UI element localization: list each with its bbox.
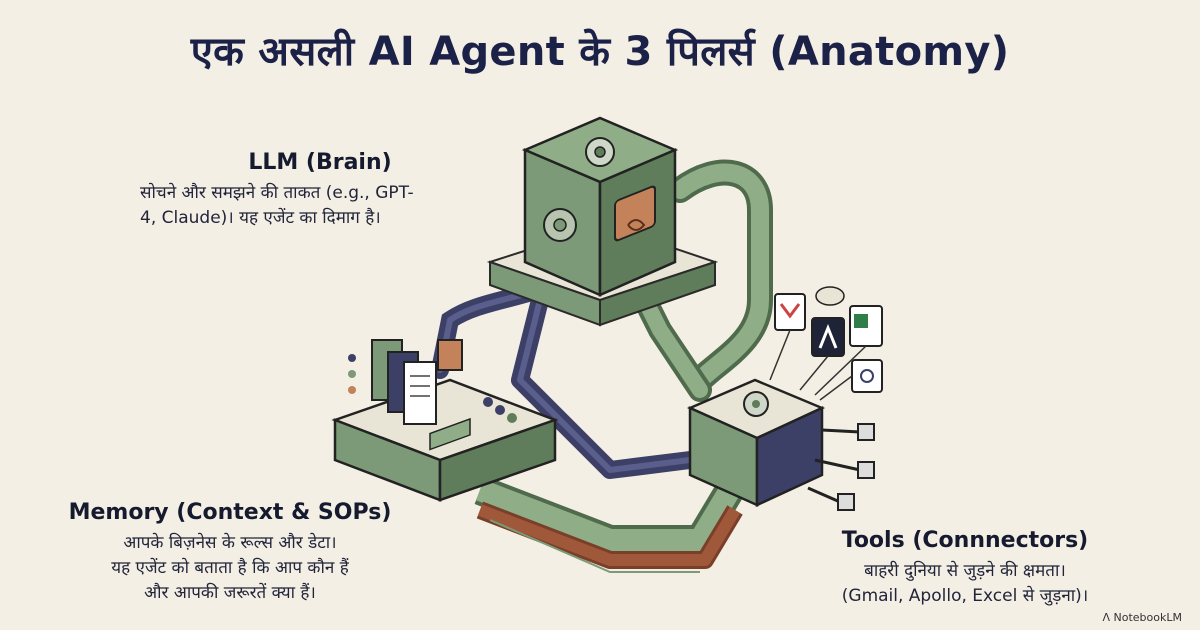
brain-chip-icon: [614, 185, 656, 242]
llm-heading: LLM (Brain): [248, 150, 392, 175]
tools-hub: [686, 378, 875, 511]
llm-description-line-1: सोचने और समझने की ताकत (e.g., GPT-: [140, 183, 414, 203]
excel-icon: [849, 305, 883, 347]
llm-pillar: LLM (Brain) सोचने और समझने की ताकत (e.g.…: [140, 150, 500, 231]
tools-description-line-2: (Gmail, Apollo, Excel से जुड़ना)।: [841, 586, 1089, 606]
page-title: एक असली AI Agent के 3 पिलर्स (Anatomy): [190, 29, 1010, 75]
apollo-icon: [811, 317, 845, 357]
gear-icon: [585, 137, 615, 167]
gmail-icon: [774, 293, 806, 331]
brand-watermark: ᐱ NotebookLM: [1102, 611, 1182, 624]
gear-icon: [743, 391, 769, 417]
llm-brain-cube: [521, 116, 679, 297]
connector-lines: [769, 329, 867, 401]
memory-description-line-1: आपके बिज़नेस के रूल्स और डेटा।: [123, 533, 337, 553]
network-icon: [851, 359, 883, 393]
memory-heading: Memory (Context & SOPs): [68, 500, 392, 525]
memory-description-line-2: यह एजेंट को बताता है कि आप कौन हैं: [111, 558, 349, 578]
llm-description-line-2: 4, Claude)। यह एजेंट का दिमाग है।: [140, 208, 381, 228]
document-icon: [371, 339, 463, 425]
tools-pillar: Tools (Connnectors) बाहरी दुनिया से जुड़…: [800, 528, 1130, 609]
memory-station: [331, 339, 559, 502]
memory-description-line-3: और आपकी जरूरतें क्या हैं।: [144, 583, 316, 603]
notebooklm-logo-icon: ᐱ: [1102, 611, 1111, 624]
gear-icon: [543, 208, 577, 242]
plug-icon: [807, 423, 875, 511]
tools-heading: Tools (Connnectors): [841, 528, 1089, 553]
tools-description-line-1: बाहरी दुनिया से जुड़ने की क्षमता।: [864, 561, 1066, 581]
memory-tools-pipe: [474, 475, 743, 573]
brand-label: NotebookLM: [1113, 611, 1182, 624]
cloud-icon: [815, 286, 845, 306]
memory-pillar: Memory (Context & SOPs) आपके बिज़नेस के …: [40, 500, 420, 606]
